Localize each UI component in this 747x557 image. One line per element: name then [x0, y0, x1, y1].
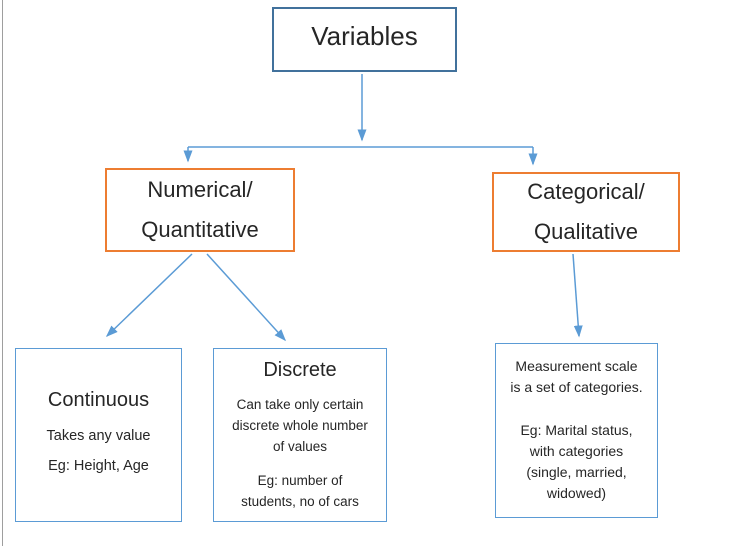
- node-variables-label: Variables: [311, 21, 418, 51]
- arrow-to-discrete: [206, 253, 287, 342]
- node-discrete: Discrete Can take only certain discrete …: [213, 348, 387, 522]
- node-continuous-example: Eg: Height, Age: [48, 458, 149, 474]
- node-categorical-qualitative: Categorical/ Qualitative: [492, 172, 680, 252]
- node-continuous: Continuous Takes any value Eg: Height, A…: [15, 348, 182, 522]
- node-numerical-quantitative: Numerical/ Quantitative: [105, 168, 295, 252]
- node-discrete-title: Discrete: [263, 359, 337, 381]
- node-discrete-description: Can take only certain discrete whole num…: [232, 397, 368, 454]
- node-measurement-scale: Measurement scale is a set of categories…: [495, 343, 658, 518]
- node-numerical-label: Numerical/ Quantitative: [141, 177, 259, 242]
- node-discrete-example: Eg: number of students, no of cars: [241, 473, 359, 509]
- node-measurement-example: Eg: Marital status, with categories (sin…: [520, 422, 633, 501]
- page-edge-line: [2, 0, 3, 546]
- arrow-to-measurement: [572, 253, 583, 338]
- node-measurement-description: Measurement scale is a set of categories…: [510, 358, 643, 395]
- arrow-to-continuous: [105, 253, 193, 338]
- node-continuous-title: Continuous: [47, 389, 150, 411]
- node-categorical-label: Categorical/ Qualitative: [527, 179, 645, 244]
- node-variables: Variables: [272, 7, 457, 72]
- node-continuous-description: Takes any value: [46, 428, 151, 444]
